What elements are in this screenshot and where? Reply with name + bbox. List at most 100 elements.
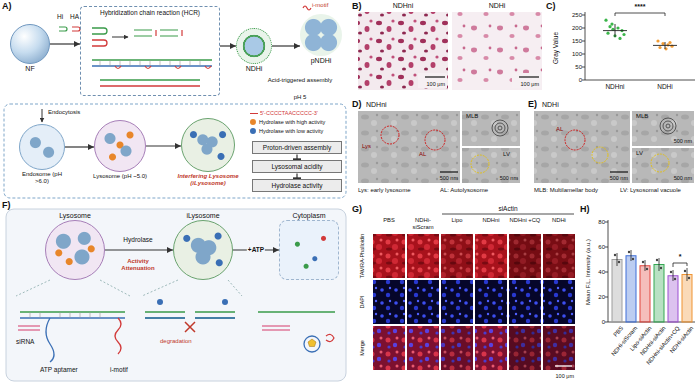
art-circle bbox=[670, 271, 672, 273]
label-text: H) bbox=[580, 204, 590, 214]
art-rect bbox=[654, 265, 664, 323]
art-rect bbox=[543, 326, 575, 370]
art-path bbox=[615, 13, 665, 16]
process-box: Proton-driven assembly bbox=[252, 141, 342, 154]
endosome-circle: Endosome (pH >6.0) bbox=[18, 124, 66, 185]
art-line bbox=[519, 76, 539, 77]
label-text: NDHi bbox=[489, 2, 506, 10]
art-path bbox=[605, 222, 608, 322]
art-rect bbox=[441, 326, 473, 370]
label-text: 100 μm bbox=[427, 81, 445, 87]
art-path bbox=[608, 220, 695, 322]
label-text: TAMRA-Phalloidin bbox=[359, 234, 365, 279]
vesicle-shape bbox=[94, 120, 146, 172]
art-circle bbox=[632, 258, 634, 260]
art-line bbox=[442, 214, 574, 215]
art-path bbox=[59, 27, 67, 31]
arrow-connector bbox=[146, 145, 181, 146]
node-text: Hydrolase activity bbox=[256, 182, 338, 189]
art-circle bbox=[684, 270, 686, 272]
art-circle bbox=[471, 155, 489, 173]
node-text: pNDHi bbox=[298, 57, 344, 65]
art-line bbox=[425, 76, 445, 77]
art-path bbox=[92, 40, 107, 46]
art-line bbox=[610, 171, 628, 172]
art-rect bbox=[441, 234, 473, 278]
legend-swatch bbox=[250, 119, 256, 125]
art-circle bbox=[668, 41, 671, 44]
label-text: Hydrolase bbox=[123, 236, 152, 243]
art-circle bbox=[606, 32, 609, 35]
art-path bbox=[185, 322, 195, 332]
legend-line-sample bbox=[250, 113, 258, 114]
art-rect bbox=[475, 280, 507, 324]
art-circle bbox=[222, 299, 228, 305]
art-circle bbox=[604, 19, 607, 22]
art-path bbox=[115, 66, 211, 69]
assembled-cluster: pNDHi bbox=[298, 14, 344, 65]
label-text: Lipo bbox=[440, 217, 474, 224]
node-text: NF bbox=[10, 65, 50, 73]
lysosome-circle: Lysosome bbox=[40, 212, 110, 280]
art-path bbox=[603, 24, 627, 37]
label-text: 0 bbox=[602, 319, 605, 326]
art-circle bbox=[651, 154, 669, 172]
legend-item: 5'-CCCCTAACCCCC-3' bbox=[250, 110, 318, 116]
panel-h-chart bbox=[605, 220, 695, 322]
art-line bbox=[42, 109, 43, 122]
legend-swatch bbox=[250, 128, 256, 134]
art-path bbox=[673, 263, 687, 267]
process-box: Hydrolase activity bbox=[252, 179, 342, 192]
art-rect bbox=[462, 111, 520, 146]
label-text: Lys: early lysosome bbox=[358, 187, 410, 194]
arrow-connector bbox=[272, 45, 300, 46]
art-circle bbox=[492, 120, 508, 136]
label-text: NDHi bbox=[542, 101, 559, 109]
art-rect bbox=[612, 260, 622, 323]
art-line bbox=[20, 311, 125, 312]
panel-b-art bbox=[358, 12, 542, 90]
vesicle-shape bbox=[236, 28, 272, 64]
art-rect bbox=[418, 73, 447, 88]
node-text: Lysosome (pH ~5.0) bbox=[92, 173, 148, 180]
node-text: NDHi bbox=[236, 65, 272, 73]
art-circle bbox=[498, 126, 502, 130]
label-text: NDHni bbox=[605, 83, 624, 90]
art-rect bbox=[462, 148, 520, 183]
art-path bbox=[46, 318, 54, 362]
region-shape bbox=[279, 220, 339, 280]
ilysosome-circle: Interfering Lysosome (iLysosome) bbox=[172, 118, 244, 187]
label-text: NDHni bbox=[366, 101, 387, 109]
label-text: Activity Attenuation bbox=[110, 258, 166, 272]
label-text: PBS bbox=[372, 217, 406, 224]
legend-text: Hydrolase with high activity bbox=[259, 119, 325, 125]
label-text: Lys bbox=[362, 143, 371, 150]
panel-f-art bbox=[6, 209, 346, 381]
label-text: MLB: Multilamellar body bbox=[534, 187, 598, 194]
label-text: * bbox=[679, 253, 682, 261]
panel-c-chart bbox=[582, 12, 695, 80]
label-text: ATP aptamer bbox=[40, 366, 78, 373]
art-rect bbox=[373, 280, 405, 324]
art-circle bbox=[608, 25, 611, 28]
art-circle bbox=[658, 46, 661, 49]
art-path bbox=[262, 326, 290, 330]
vesicle-shape bbox=[300, 14, 342, 56]
label-text: F) bbox=[2, 200, 11, 210]
panel-a-art bbox=[4, 6, 346, 198]
art-rect bbox=[475, 234, 507, 278]
edge-label: +ATP bbox=[247, 246, 265, 253]
label-text: 0 bbox=[579, 77, 582, 84]
panel-e-tem bbox=[534, 111, 694, 183]
label-text: i-motif bbox=[110, 366, 128, 373]
label-text: 150 bbox=[572, 38, 582, 45]
art-circle bbox=[495, 123, 505, 133]
node-text: Hybridization chain reaction (HCR) bbox=[83, 9, 217, 16]
vesicle-shape bbox=[173, 220, 233, 280]
art-rect bbox=[358, 12, 448, 90]
ilysosome-circle: iLysosome bbox=[168, 212, 238, 280]
art-rect bbox=[640, 266, 650, 322]
art-rect bbox=[441, 280, 473, 324]
art-line bbox=[112, 37, 128, 38]
art-circle bbox=[616, 26, 619, 29]
